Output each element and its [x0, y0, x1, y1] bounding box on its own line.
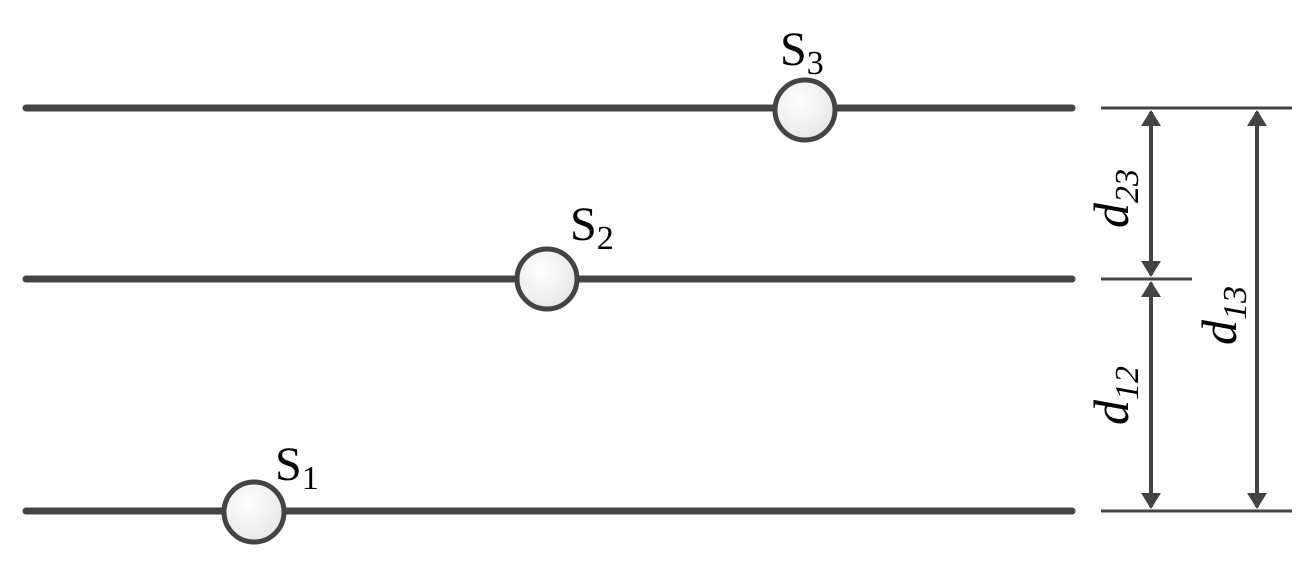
node-s3-circle: [772, 77, 838, 143]
node-label-s3: S3: [780, 23, 824, 82]
arrowhead-d12-bottom: [1141, 493, 1161, 509]
node-s1-circle: [221, 479, 287, 545]
node-label-s2: S2: [570, 198, 614, 257]
dimension-label-d13: d13: [1191, 286, 1254, 345]
arrowhead-d13-bottom: [1247, 493, 1267, 509]
extension-lines: [1101, 106, 1292, 513]
dimension-labels: d23 d12 d13: [1083, 169, 1254, 425]
node-s2-circle: [514, 246, 580, 312]
arrowhead-d13-top: [1247, 110, 1267, 126]
dimension-label-d12: d12: [1083, 366, 1146, 425]
node-labels: S3 S2 S1: [275, 23, 824, 497]
arrowhead-d23-top: [1141, 110, 1161, 126]
dimension-label-d23: d23: [1083, 169, 1146, 228]
nodes-group: [221, 77, 838, 545]
node-label-s1: S1: [275, 438, 319, 497]
arrowhead-d23-bottom: [1141, 261, 1161, 277]
arrowhead-d12-top: [1141, 281, 1161, 297]
dimension-arrows: [1141, 110, 1267, 509]
